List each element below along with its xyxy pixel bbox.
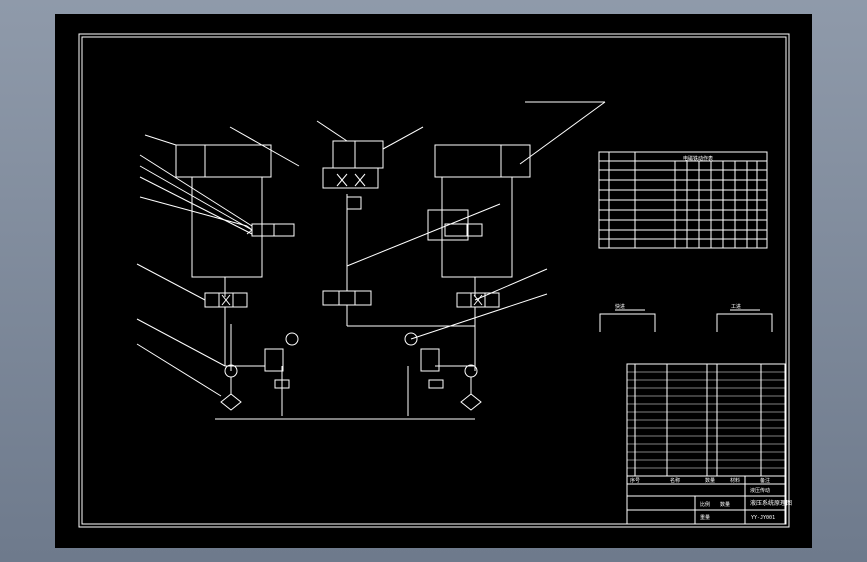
bom-col-name: 名称 — [670, 477, 680, 484]
right-directional-valve — [456, 292, 500, 308]
pump-left — [220, 364, 242, 411]
title-main: 液压系统原理图 — [750, 499, 792, 507]
cad-drawing-canvas[interactable]: 电磁铁动作表 快进 工进 序号 名称 数量 材料 备注 液压传动 液压系统原理图… — [55, 14, 812, 548]
hydraulic-schematic: 电磁铁动作表 快进 工进 序号 名称 数量 材料 备注 液压传动 液压系统原理图… — [78, 33, 792, 528]
right-cylinder — [434, 144, 531, 297]
bom-col-note: 备注 — [760, 477, 770, 484]
leader-lines — [136, 101, 606, 397]
left-check-valve — [246, 223, 295, 237]
label-scale: 比例 — [700, 501, 710, 508]
bom-rows — [627, 371, 785, 469]
left-cylinder — [175, 144, 272, 297]
outer-frame — [78, 33, 790, 528]
label-weight: 重量 — [700, 514, 710, 521]
drawing-number: YY-JY001 — [751, 515, 775, 521]
title-block — [627, 475, 785, 524]
pump-right — [460, 364, 482, 411]
title-sub: 液压传动 — [750, 487, 770, 494]
relief-valve-right — [420, 348, 444, 389]
cycle-diagram-left — [599, 309, 656, 332]
left-directional-valve — [204, 292, 248, 308]
label-qty: 数量 — [720, 501, 730, 508]
cycle-label-right: 工进 — [731, 303, 741, 310]
right-check-valve — [427, 209, 483, 241]
table-header-label: 电磁铁动作表 — [683, 155, 713, 162]
pressure-gauge-right — [404, 332, 418, 346]
electromagnet-table — [598, 151, 768, 249]
relief-valve-left — [264, 348, 290, 389]
cycle-diagram-right — [716, 309, 773, 332]
center-pilot-valve — [346, 196, 362, 210]
inner-frame — [81, 36, 787, 525]
bom-col-mat: 材料 — [730, 477, 740, 484]
bom-col-qty: 数量 — [705, 477, 715, 484]
cycle-label-left: 快进 — [615, 303, 625, 310]
pressure-gauge-left — [285, 332, 299, 346]
center-cylinder — [322, 140, 384, 189]
pipelines — [215, 194, 476, 420]
center-directional-valve — [322, 290, 372, 306]
bom-col-no: 序号 — [630, 477, 640, 484]
